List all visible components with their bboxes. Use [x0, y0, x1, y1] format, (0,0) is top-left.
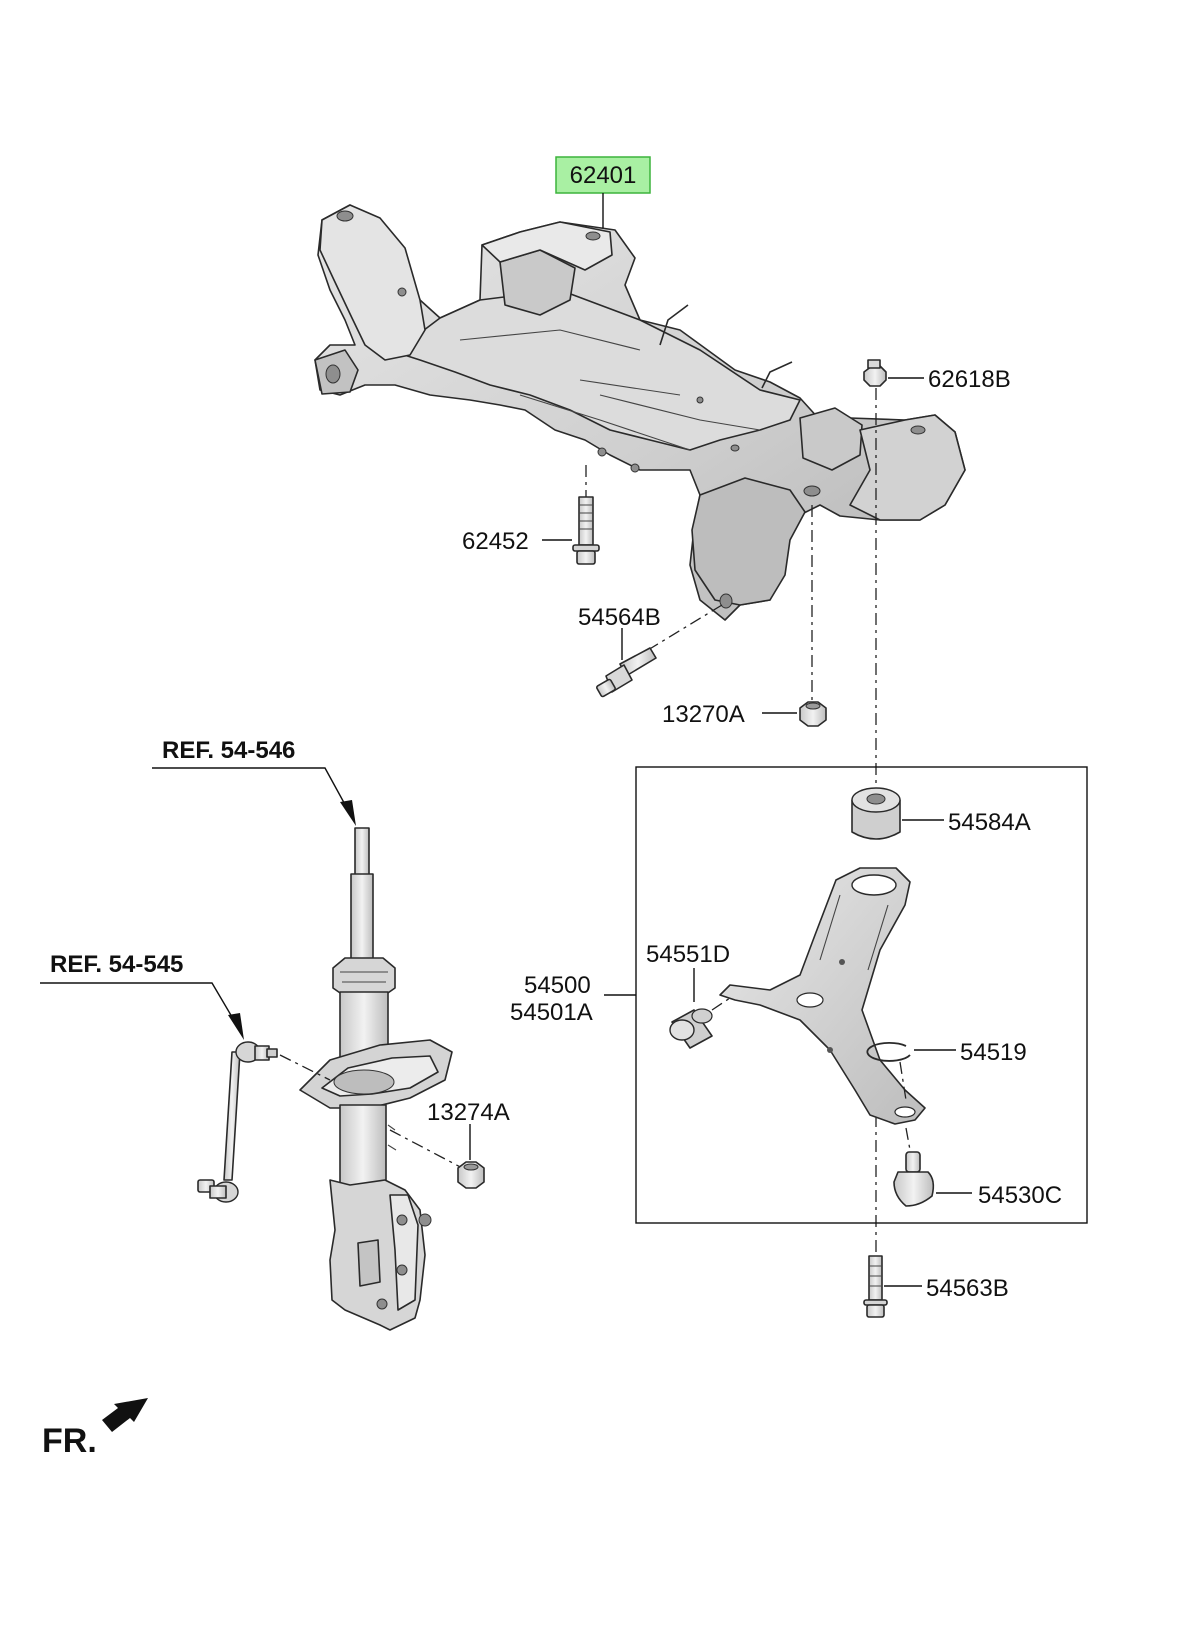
part-label-54563B[interactable]: 54563B [926, 1275, 1009, 1302]
assembly-line-13274A [389, 1129, 467, 1171]
part-label-62618B[interactable]: 62618B [928, 366, 1011, 393]
assembly-line-54519 [899, 1061, 907, 1101]
leader-ref-54-546 [152, 767, 349, 811]
leader-ref-54-545 [40, 982, 236, 1023]
stabilizer-link[interactable] [197, 1041, 278, 1203]
part-label-54501A[interactable]: 54501A [510, 999, 593, 1026]
part-62401-highlight [555, 156, 651, 194]
stabilizer-nut-13274A[interactable] [457, 1161, 485, 1189]
assembly-line-54551D [711, 997, 731, 1011]
part-label-62401[interactable]: 62401 [570, 162, 637, 189]
subframe-nut-62618B[interactable] [863, 359, 887, 387]
ref-arrow-54-545 [228, 1013, 244, 1040]
part-label-13270A[interactable]: 13270A [662, 701, 745, 728]
part-label-54551D[interactable]: 54551D [646, 941, 730, 968]
arm-bushing-54584A[interactable] [851, 787, 901, 840]
assembly-line-54564B [647, 604, 723, 651]
part-label-54530C[interactable]: 54530C [978, 1182, 1062, 1209]
part-label-54564B[interactable]: 54564B [578, 604, 661, 631]
ref-arrow-54-546 [340, 800, 356, 826]
subframe-bolt-62452[interactable] [572, 496, 600, 565]
ball-joint-54530C[interactable] [893, 1151, 935, 1207]
part-label-62452[interactable]: 62452 [462, 528, 529, 555]
snap-ring-54519[interactable] [866, 1041, 911, 1062]
lower-control-arm[interactable] [719, 867, 926, 1125]
arm-bushing-54551D[interactable] [669, 1008, 713, 1049]
assembly-line-54530C [905, 1127, 911, 1151]
arm-nut-13270A[interactable] [799, 701, 827, 727]
part-label-54519[interactable]: 54519 [960, 1039, 1027, 1066]
assembly-line-link-top [279, 1054, 331, 1081]
arm-bolt-54564B[interactable] [596, 647, 657, 698]
part-label-54584A[interactable]: 54584A [948, 809, 1031, 836]
arm-bolt-54563B[interactable] [863, 1255, 888, 1318]
front-direction-arrow-icon [102, 1398, 148, 1432]
ref-label-54-546[interactable]: REF. 54-546 [162, 737, 295, 764]
part-label-13274A[interactable]: 13274A [427, 1099, 510, 1126]
ref-label-54-545[interactable]: REF. 54-545 [50, 951, 183, 978]
front-strut-assembly[interactable] [299, 827, 453, 1331]
part-label-54500[interactable]: 54500 [524, 972, 591, 999]
front-subframe[interactable] [314, 204, 966, 621]
front-direction-label: FR. [42, 1422, 97, 1460]
